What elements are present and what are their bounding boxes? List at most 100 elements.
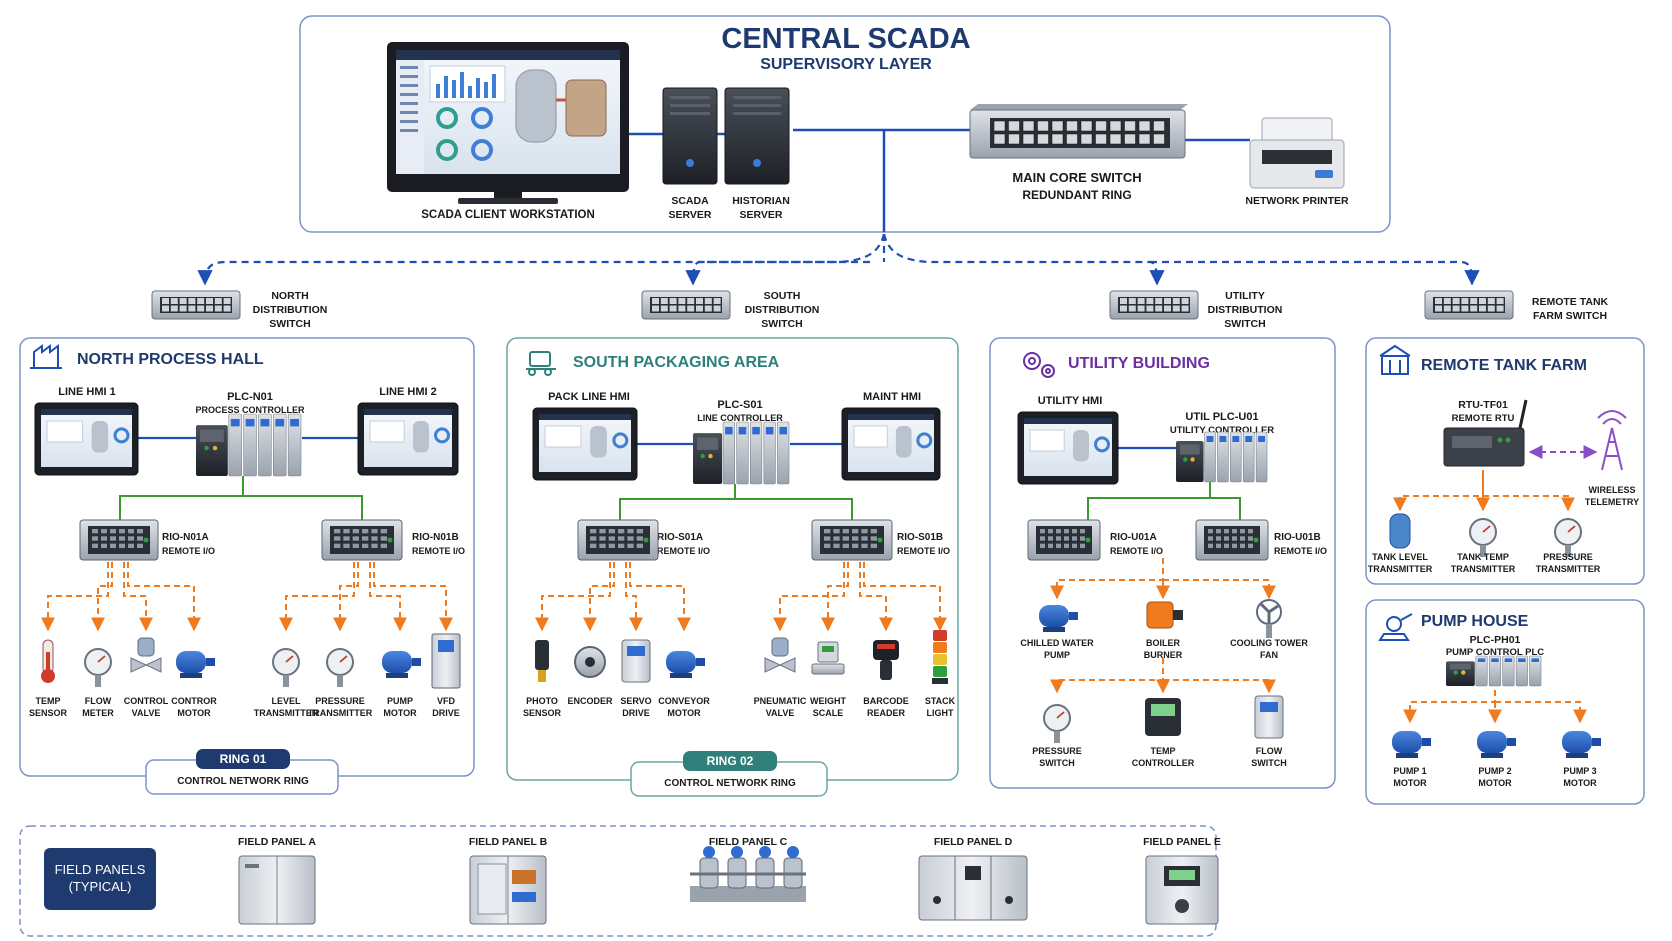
- north-device-8[interactable]: [431, 633, 461, 689]
- rio-n01b[interactable]: [321, 519, 403, 561]
- south-device-5[interactable]: [764, 637, 796, 673]
- core-switch-port: [1037, 133, 1049, 145]
- tank-farm-device-2[interactable]: [1469, 518, 1497, 557]
- core-switch-port: [1138, 133, 1151, 145]
- utility-device-top-2[interactable]: [1146, 601, 1183, 629]
- north-device-4[interactable]: [176, 651, 215, 678]
- factory-icon: [30, 344, 62, 369]
- central-scada-title: CENTRAL SCADA: [721, 23, 970, 55]
- main-core-switch[interactable]: [969, 104, 1188, 159]
- plc-u01[interactable]: [1176, 431, 1268, 483]
- scada-server[interactable]: [662, 87, 718, 185]
- core-switch-port: [1022, 120, 1035, 132]
- switch-port: [1461, 305, 1469, 312]
- line-hmi-2[interactable]: [357, 402, 459, 476]
- switch-port: [170, 305, 178, 312]
- switch-port: [669, 305, 677, 312]
- utility-hmi-label: UTILITY HMI: [1038, 395, 1103, 407]
- field-panel-a[interactable]: [238, 855, 316, 925]
- rtu-device[interactable]: [1443, 399, 1528, 467]
- field-panel-c[interactable]: [690, 846, 806, 902]
- tank-farm-switch[interactable]: [1424, 290, 1514, 320]
- switch-port: [1181, 305, 1189, 312]
- north-device-7[interactable]: [382, 651, 421, 678]
- rio-s01a[interactable]: [577, 519, 659, 561]
- field-panel-e[interactable]: [1145, 855, 1219, 925]
- utility-device-bottom-3[interactable]: [1254, 695, 1284, 739]
- switch-port: [1479, 298, 1486, 304]
- switch-port: [704, 298, 712, 304]
- north-device-1[interactable]: [41, 639, 55, 683]
- rio-n01a[interactable]: [79, 519, 159, 561]
- scada-workstation[interactable]: [387, 42, 629, 204]
- pump-1[interactable]: [1392, 731, 1431, 758]
- switch-port: [179, 298, 187, 304]
- north-device-3[interactable]: [130, 637, 162, 673]
- historian-server[interactable]: [724, 87, 790, 185]
- south-device-1[interactable]: [535, 640, 549, 682]
- core-switch-port: [1066, 120, 1078, 132]
- utility-device-bottom-1[interactable]: [1043, 704, 1071, 743]
- line-hmi-1[interactable]: [34, 402, 139, 476]
- utility-device-top-3[interactable]: [1256, 599, 1282, 638]
- south-device-4[interactable]: [666, 651, 705, 678]
- switch-port: [1137, 305, 1145, 312]
- pump-2[interactable]: [1477, 731, 1516, 758]
- pump-house-icon: [1378, 613, 1413, 641]
- field-panel-label: FIELD PANEL B: [469, 836, 548, 848]
- utility-hmi[interactable]: [1017, 411, 1119, 485]
- south-device-8[interactable]: [932, 630, 948, 684]
- north-device-6[interactable]: [326, 648, 354, 687]
- north-device-2[interactable]: [84, 648, 112, 687]
- core-switch-port: [1008, 133, 1020, 145]
- plc-s01[interactable]: [693, 421, 790, 485]
- utility-device-bottom-2[interactable]: [1145, 698, 1181, 736]
- south-device-2[interactable]: [574, 646, 606, 678]
- south-device-7[interactable]: [873, 640, 899, 680]
- north-ring-badge: RING 01 CONTROL NETWORK RING: [145, 749, 339, 795]
- switch-port: [1172, 298, 1180, 304]
- pack-line-hmi[interactable]: [532, 407, 638, 481]
- field-panel-b[interactable]: [469, 855, 547, 925]
- utility-device-top-1[interactable]: [1039, 605, 1078, 632]
- south-distribution-switch[interactable]: [641, 290, 731, 320]
- north-device-5[interactable]: [272, 648, 300, 687]
- south-device-3[interactable]: [621, 639, 651, 683]
- south-ring-tag: RING 02: [707, 754, 754, 768]
- north-distribution-switch[interactable]: [151, 290, 241, 320]
- rio-s01b[interactable]: [811, 519, 893, 561]
- switch-port: [1146, 298, 1154, 304]
- pump-3[interactable]: [1562, 731, 1601, 758]
- plc-ph01[interactable]: [1446, 655, 1542, 687]
- rio-u01b[interactable]: [1195, 519, 1269, 561]
- plc-n01[interactable]: [196, 413, 302, 477]
- maint-hmi[interactable]: [841, 407, 941, 481]
- tank-farm-device-1[interactable]: [1389, 513, 1411, 549]
- south-device-6[interactable]: [811, 641, 845, 675]
- field-panel-d[interactable]: [918, 855, 1028, 921]
- tank-farm-device-3[interactable]: [1554, 518, 1582, 557]
- utility-distribution-switch[interactable]: [1109, 290, 1199, 320]
- network-printer[interactable]: [1249, 117, 1345, 189]
- rio-u01a[interactable]: [1027, 519, 1101, 561]
